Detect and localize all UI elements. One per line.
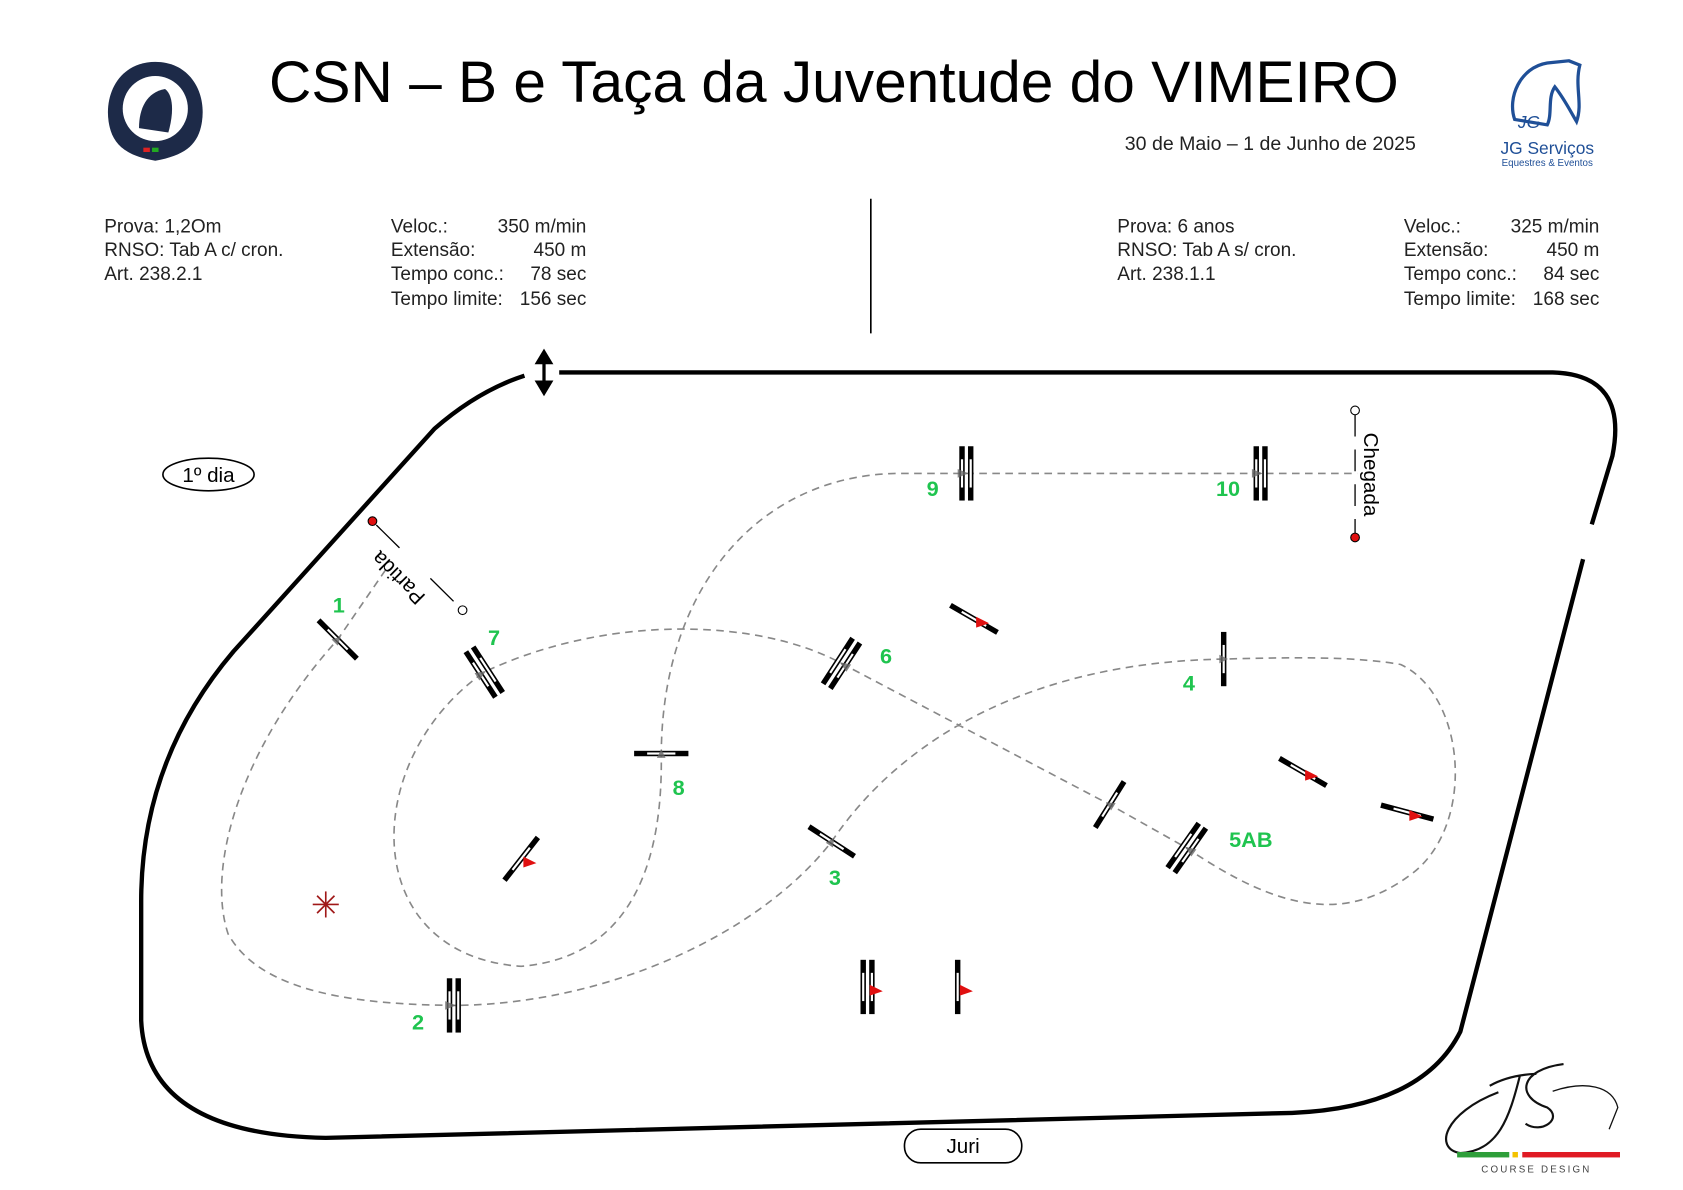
art: Art. 238.2.1: [104, 264, 202, 285]
start-line: Partida: [367, 516, 468, 616]
left-class-info: Prova: 1,2Om RNSO: Tab A c/ cron. Art. 2…: [104, 216, 586, 310]
tlim-label: Tempo limite:: [391, 289, 503, 310]
day-label: 1º dia: [182, 464, 235, 487]
jump-6: [820, 636, 863, 691]
jg-logo: JG JG Serviços Equestres & Eventos: [1500, 59, 1594, 169]
jg-logo-name: JG Serviços: [1500, 138, 1594, 158]
rnso: RNSO: Tab A s/ cron.: [1117, 240, 1296, 261]
veloc-value: 350 m/min: [498, 216, 587, 237]
tlim-value: 168 sec: [1533, 289, 1600, 310]
tconc-label: Tempo conc.:: [1404, 264, 1517, 285]
practice-fence: [954, 959, 973, 1015]
jump-5a: [1092, 780, 1127, 830]
number-2: 2: [412, 1009, 424, 1034]
number-5ab: 5AB: [1229, 827, 1272, 852]
jump-10: [1251, 446, 1268, 501]
tconc-value: 84 sec: [1543, 264, 1599, 285]
practice-fence: [860, 959, 883, 1015]
page-title: CSN – B e Taça da Juventude do VIMEIRO: [269, 50, 1399, 115]
ext-value: 450 m: [534, 240, 587, 261]
start-red-dot-icon: [367, 516, 378, 527]
jg-logo-sub: Equestres & Eventos: [1502, 158, 1593, 169]
number-9: 9: [927, 476, 939, 501]
practice-fence: [1380, 802, 1435, 822]
svg-text:JG: JG: [1517, 112, 1540, 132]
prova: Prova: 6 anos: [1117, 216, 1234, 237]
jury-box: Juri: [903, 1128, 1023, 1164]
tlim-label: Tempo limite:: [1404, 289, 1516, 310]
jump-8: [634, 749, 689, 758]
number-8: 8: [673, 775, 685, 800]
start-label: Partida: [367, 546, 430, 609]
jump-5b: [1165, 821, 1209, 875]
ext-value: 450 m: [1547, 240, 1600, 261]
tconc-value: 78 sec: [530, 264, 586, 285]
number-10: 10: [1216, 476, 1240, 501]
finish-red-dot-icon: [1350, 532, 1360, 543]
number-7: 7: [488, 625, 500, 650]
fep-logo: [107, 61, 203, 161]
tlim-value: 156 sec: [520, 289, 587, 310]
tconc-label: Tempo conc.:: [391, 264, 504, 285]
js-course-design-logo: COURSE DESIGN: [1445, 1062, 1620, 1176]
rnso: RNSO: Tab A c/ cron.: [104, 240, 283, 261]
veloc-value: 325 m/min: [1511, 216, 1600, 237]
practice-fence: [1278, 756, 1328, 788]
number-3: 3: [829, 865, 841, 890]
event-dates: 30 de Maio – 1 de Junho de 2025: [1125, 133, 1416, 155]
practice-fence: [949, 602, 999, 635]
practice-fence: [502, 835, 541, 882]
entrance-arrow-icon: [534, 348, 554, 397]
number-6: 6: [880, 643, 892, 668]
jump-7: [463, 645, 505, 699]
finish-label: Chegada: [1359, 433, 1382, 517]
ext-label: Extensão:: [391, 240, 476, 261]
jump-1: [316, 618, 359, 661]
js-logo-caption: COURSE DESIGN: [1481, 1165, 1591, 1176]
number-1: 1: [333, 592, 345, 617]
art: Art. 238.1.1: [1117, 264, 1215, 285]
jump-9: [957, 446, 974, 501]
jump-2: [445, 978, 461, 1033]
veloc-label: Veloc.:: [1404, 216, 1461, 237]
start-white-dot-icon: [457, 605, 468, 616]
finish-line: Chegada: [1350, 405, 1382, 543]
finish-white-dot-icon: [1350, 405, 1360, 416]
flower-decoration-icon: [312, 891, 339, 918]
obstacle-numbers: 1 2 3 4 5AB 6 7 8 9 10: [333, 476, 1273, 1034]
right-class-info: Prova: 6 anos RNSO: Tab A s/ cron. Art. …: [1117, 216, 1599, 310]
course-track: [220, 472, 1457, 1007]
arena-outline: [139, 370, 1618, 1141]
day-badge: 1º dia: [162, 457, 255, 492]
jump-4: [1219, 631, 1229, 687]
jump-3: [807, 824, 856, 859]
ext-label: Extensão:: [1404, 240, 1489, 261]
jury-label: Juri: [946, 1135, 979, 1158]
obstacles: [316, 446, 1435, 1033]
number-4: 4: [1183, 671, 1195, 696]
prova: Prova: 1,2Om: [104, 216, 221, 237]
veloc-label: Veloc.:: [391, 216, 448, 237]
